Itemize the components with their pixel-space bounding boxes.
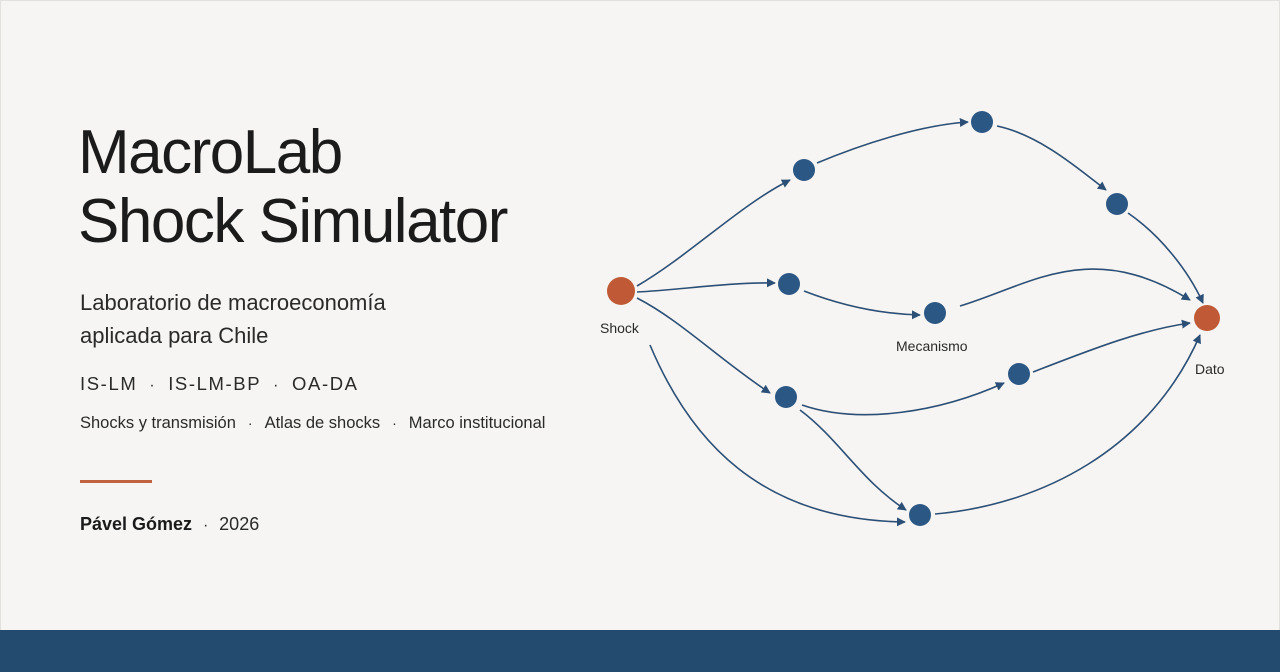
sections-list: Shocks y transmisión · Atlas de shocks · Mar… bbox=[80, 414, 545, 433]
edge bbox=[1127, 212, 1204, 304]
shock-node bbox=[607, 277, 635, 305]
edge bbox=[636, 179, 791, 287]
edge bbox=[803, 290, 921, 320]
shock-label: Shock bbox=[600, 320, 640, 336]
mechanism-node bbox=[924, 302, 946, 324]
edge bbox=[801, 382, 1005, 416]
slide-subtitle: Laboratorio de macroeconomía aplicada pa… bbox=[80, 286, 386, 352]
byline: Pável Gómez · 2026 bbox=[80, 514, 259, 535]
separator-dot: · bbox=[392, 415, 397, 431]
edge bbox=[636, 278, 776, 293]
data-label: Dato bbox=[1195, 361, 1225, 377]
mechanism-node bbox=[971, 111, 993, 133]
diagram-nodes bbox=[607, 111, 1220, 526]
section-marco-institucional: Marco institucional bbox=[408, 414, 546, 432]
edge bbox=[816, 118, 969, 164]
edge bbox=[959, 268, 1191, 307]
separator-dot: · bbox=[203, 517, 209, 534]
diagram-edges bbox=[636, 118, 1204, 527]
mechanism-node bbox=[1008, 363, 1030, 385]
separator-dot: · bbox=[149, 377, 157, 394]
edge bbox=[996, 125, 1107, 191]
mechanism-label: Mecanismo bbox=[896, 338, 968, 354]
diagram-labels: Shock Mecanismo Dato bbox=[600, 320, 1225, 377]
models-list: IS-LM · IS-LM-BP · OA-DA bbox=[80, 373, 359, 395]
mechanism-node bbox=[778, 273, 800, 295]
edge bbox=[636, 297, 771, 394]
edge bbox=[649, 344, 906, 527]
edge bbox=[934, 334, 1201, 515]
model-oa-da: OA-DA bbox=[292, 373, 359, 394]
separator-dot: · bbox=[273, 377, 281, 394]
accent-rule bbox=[80, 480, 152, 483]
model-is-lm: IS-LM bbox=[80, 373, 138, 394]
mechanism-node bbox=[793, 159, 815, 181]
slide-title: MacroLab Shock Simulator bbox=[78, 118, 508, 257]
author-name: Pável Gómez bbox=[80, 514, 193, 534]
title-line-1: MacroLab bbox=[78, 118, 343, 187]
subtitle-line-1: Laboratorio de macroeconomía bbox=[80, 290, 386, 315]
year: 2026 bbox=[219, 514, 260, 534]
subtitle-line-2: aplicada para Chile bbox=[80, 323, 269, 348]
data-node bbox=[1194, 305, 1220, 331]
section-atlas-shocks: Atlas de shocks bbox=[264, 414, 381, 432]
edge bbox=[799, 409, 907, 511]
mechanism-node bbox=[1106, 193, 1128, 215]
transmission-network-diagram: Shock Mecanismo Dato bbox=[600, 111, 1225, 527]
title-line-2: Shock Simulator bbox=[78, 187, 508, 257]
mechanism-node bbox=[909, 504, 931, 526]
separator-dot: · bbox=[247, 415, 253, 431]
mechanism-node bbox=[775, 386, 797, 408]
section-shocks-transmision: Shocks y transmisión bbox=[80, 414, 236, 432]
bottom-bar bbox=[0, 630, 1280, 672]
model-is-lm-bp: IS-LM-BP bbox=[168, 373, 262, 394]
edge bbox=[1032, 319, 1191, 373]
